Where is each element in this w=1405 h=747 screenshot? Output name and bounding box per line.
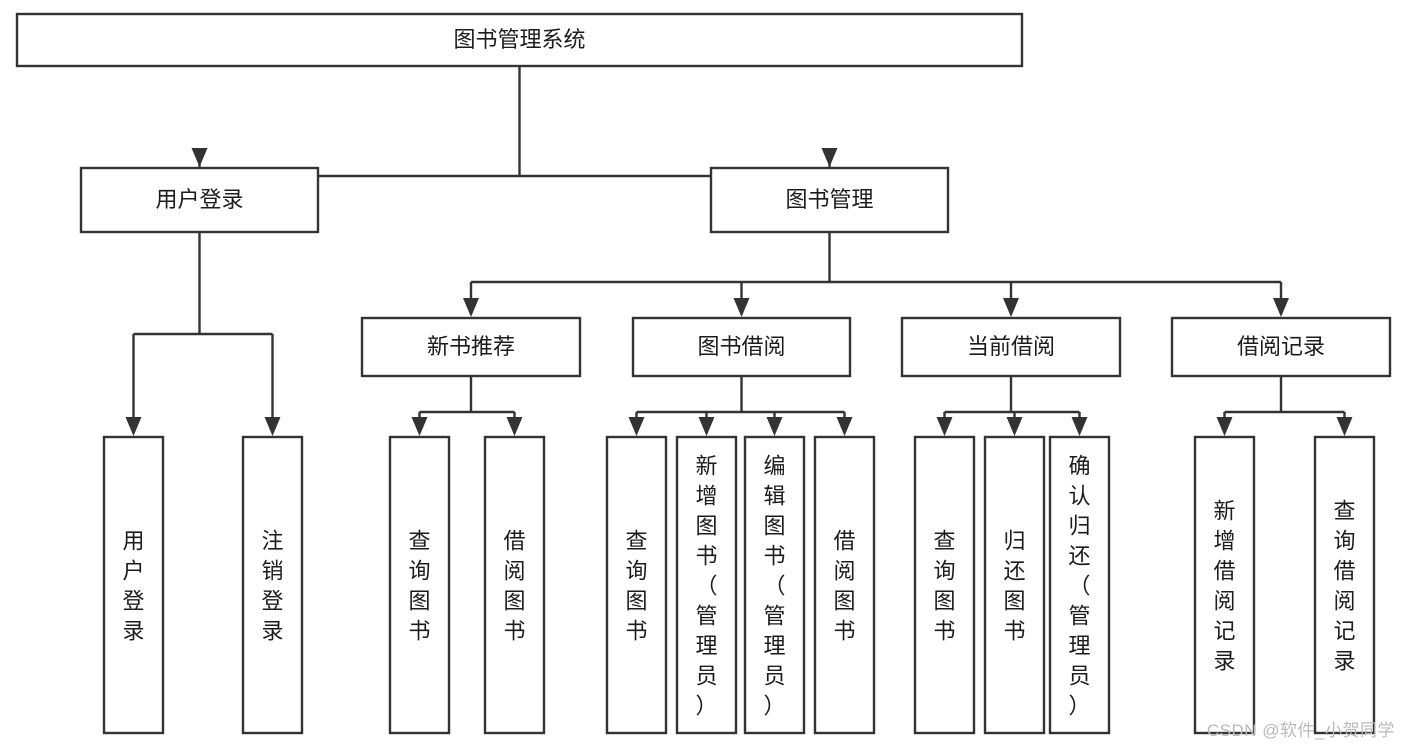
- node-current-borrow[interactable]: 当前借阅: [900, 316, 1122, 378]
- arrow-head: [698, 417, 715, 436]
- node-leaf-edit-book-box[interactable]: [743, 435, 806, 735]
- node-leaf-query-book-2-label: 查询图书: [625, 528, 647, 643]
- arrow-head: [506, 417, 523, 436]
- node-current-borrow-box[interactable]: [900, 316, 1122, 378]
- node-leaf-user-login-label: 用户登录: [122, 528, 144, 643]
- node-book-borrow[interactable]: 图书借阅: [631, 316, 852, 378]
- node-leaf-edit-book[interactable]: 编辑图书（管理员）: [743, 435, 806, 735]
- node-user-login[interactable]: 用户登录: [79, 166, 320, 234]
- node-leaf-query-book-1-box[interactable]: [388, 435, 451, 735]
- arrow-head: [936, 417, 953, 436]
- node-leaf-query-book-2-box[interactable]: [605, 435, 668, 735]
- node-leaf-return-book[interactable]: 归还图书: [983, 435, 1046, 735]
- node-leaf-return-book-label: 归还图书: [1003, 528, 1025, 643]
- arrow-head: [628, 417, 645, 436]
- node-leaf-borrow-book-1-box[interactable]: [483, 435, 546, 735]
- node-leaf-add-record-label: 新增借阅记录: [1213, 498, 1235, 673]
- node-leaf-add-record[interactable]: 新增借阅记录: [1193, 435, 1256, 735]
- node-leaf-borrow-book-1[interactable]: 借阅图书: [483, 435, 546, 735]
- node-book-manage-box[interactable]: [709, 166, 950, 234]
- arrow-head: [1071, 417, 1088, 436]
- arrow-head: [463, 298, 479, 317]
- arrow-head: [1003, 298, 1019, 317]
- node-book-manage[interactable]: 图书管理: [709, 166, 950, 234]
- node-new-book-rec-box[interactable]: [360, 316, 582, 378]
- node-leaf-user-login-box[interactable]: [102, 435, 165, 735]
- node-layer: 图书管理系统用户登录图书管理新书推荐图书借阅当前借阅借阅记录用户登录注销登录查询…: [15, 12, 1392, 735]
- arrow-head: [411, 417, 428, 436]
- node-leaf-add-book-box[interactable]: [675, 435, 738, 735]
- node-leaf-confirm-return-label: 确认归还（管理员）: [1068, 453, 1090, 718]
- connector-group-book-manage: [463, 232, 1289, 317]
- connector-group-user-login: [125, 232, 281, 436]
- connector-group-root: [191, 66, 838, 178]
- connector-group-new-book-rec: [411, 376, 523, 436]
- node-leaf-add-book-label: 新增图书（管理员）: [695, 453, 717, 718]
- node-book-borrow-box[interactable]: [631, 316, 852, 378]
- node-leaf-user-login[interactable]: 用户登录: [102, 435, 165, 735]
- node-user-login-label: 用户登录: [155, 187, 243, 212]
- node-leaf-query-book-1-label: 查询图书: [408, 528, 430, 643]
- node-leaf-borrow-book-2-label: 借阅图书: [833, 528, 855, 643]
- arrow-head: [1006, 417, 1023, 436]
- arrow-head: [1336, 417, 1353, 436]
- arrow-head: [766, 417, 783, 436]
- node-leaf-borrow-book-2[interactable]: 借阅图书: [813, 435, 876, 735]
- node-leaf-query-book-3-box[interactable]: [913, 435, 976, 735]
- node-leaf-add-record-box[interactable]: [1193, 435, 1256, 735]
- node-leaf-confirm-return[interactable]: 确认归还（管理员）: [1048, 435, 1111, 735]
- connector-layer: [125, 66, 1353, 436]
- node-new-book-rec-label: 新书推荐: [427, 334, 515, 359]
- node-borrow-record[interactable]: 借阅记录: [1170, 316, 1392, 378]
- node-root-label: 图书管理系统: [453, 27, 585, 52]
- node-leaf-query-book-3[interactable]: 查询图书: [913, 435, 976, 735]
- arrow-head: [1273, 298, 1289, 317]
- arrow-head: [264, 417, 281, 436]
- node-current-borrow-label: 当前借阅: [967, 334, 1055, 359]
- node-leaf-edit-book-label: 编辑图书（管理员）: [763, 453, 785, 718]
- connector-group-current-borrow: [936, 376, 1088, 436]
- node-borrow-record-box[interactable]: [1170, 316, 1392, 378]
- node-leaf-logout[interactable]: 注销登录: [241, 435, 304, 735]
- connector-group-book-borrow: [628, 376, 853, 436]
- node-leaf-query-book-3-label: 查询图书: [933, 528, 955, 643]
- node-leaf-query-record-label: 查询借阅记录: [1333, 498, 1355, 673]
- node-leaf-add-book[interactable]: 新增图书（管理员）: [675, 435, 738, 735]
- arrow-head: [191, 148, 208, 167]
- arrow-head: [125, 417, 142, 436]
- node-root[interactable]: 图书管理系统: [15, 12, 1024, 68]
- node-leaf-return-book-box[interactable]: [983, 435, 1046, 735]
- arrow-head: [836, 417, 853, 436]
- node-leaf-confirm-return-box[interactable]: [1048, 435, 1111, 735]
- connector-group-borrow-record: [1216, 376, 1353, 436]
- node-borrow-record-label: 借阅记录: [1237, 334, 1325, 359]
- node-leaf-logout-box[interactable]: [241, 435, 304, 735]
- node-leaf-logout-label: 注销登录: [261, 528, 283, 643]
- node-book-manage-label: 图书管理: [785, 187, 873, 212]
- node-new-book-rec[interactable]: 新书推荐: [360, 316, 582, 378]
- arrow-head: [733, 298, 750, 317]
- node-leaf-query-record-box[interactable]: [1313, 435, 1376, 735]
- node-root-box[interactable]: [15, 12, 1024, 68]
- node-leaf-query-record[interactable]: 查询借阅记录: [1313, 435, 1376, 735]
- node-leaf-query-book-1[interactable]: 查询图书: [388, 435, 451, 735]
- arrow-head: [1216, 417, 1233, 436]
- node-book-borrow-label: 图书借阅: [697, 334, 785, 359]
- node-user-login-box[interactable]: [79, 166, 320, 234]
- node-leaf-borrow-book-1-label: 借阅图书: [503, 528, 525, 643]
- node-leaf-borrow-book-2-box[interactable]: [813, 435, 876, 735]
- arrow-head: [821, 148, 838, 167]
- node-leaf-query-book-2[interactable]: 查询图书: [605, 435, 668, 735]
